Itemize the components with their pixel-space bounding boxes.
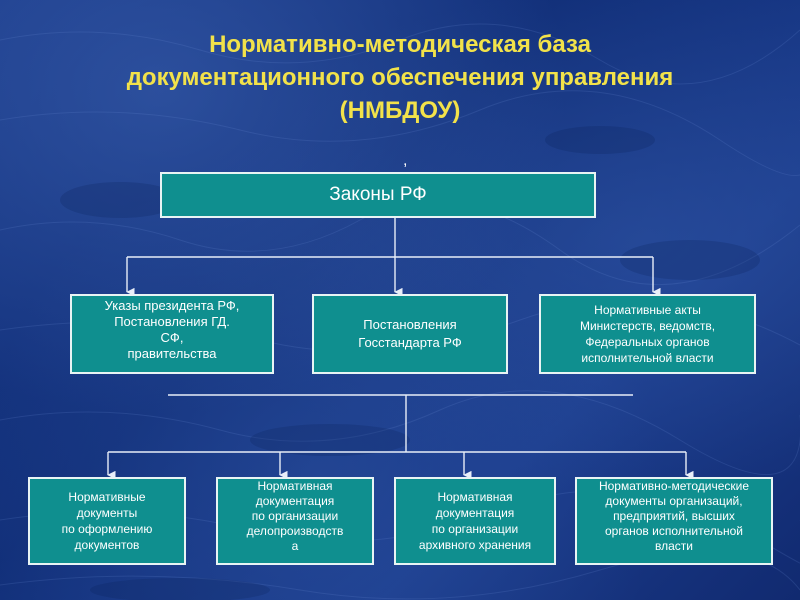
node-archive-storage-label: Нормативная документация по организации … (418, 490, 532, 552)
title-line-2: документационного обеспечения управления (126, 64, 674, 91)
node-decrees: Указы президента РФ, Постановления ГД. С… (70, 294, 274, 374)
node-archive-storage: Нормативная документация по организации … (394, 477, 556, 565)
node-records-management-label: Нормативная документация по организации … (246, 479, 344, 553)
node-laws: Законы РФ (160, 172, 596, 218)
node-ministry-acts: Нормативные акты Министерств, ведомств, … (539, 294, 756, 374)
node-gosstandart: Постановления Госстандарта РФ (312, 294, 508, 374)
title-line-1: Нормативно-методическая база (209, 31, 591, 58)
node-decrees-label: Указы президента РФ, Постановления ГД. С… (104, 298, 240, 361)
node-gosstandart-label: Постановления Госстандарта РФ (358, 317, 462, 350)
node-doc-formatting: Нормативные документы по оформлению доку… (28, 477, 186, 565)
node-laws-label: Законы РФ (329, 184, 427, 205)
node-org-documents-label: Нормативно-методические документы органи… (598, 479, 750, 553)
top-mark: , (403, 152, 408, 169)
title-line-3: (НМБДОУ) (339, 97, 461, 124)
node-records-management: Нормативная документация по организации … (216, 477, 374, 565)
node-org-documents: Нормативно-методические документы органи… (575, 477, 773, 565)
node-ministry-acts-label: Нормативные акты Министерств, ведомств, … (579, 303, 716, 365)
page-title: Нормативно-методическая база документаци… (40, 28, 760, 127)
node-doc-formatting-label: Нормативные документы по оформлению доку… (61, 490, 153, 552)
